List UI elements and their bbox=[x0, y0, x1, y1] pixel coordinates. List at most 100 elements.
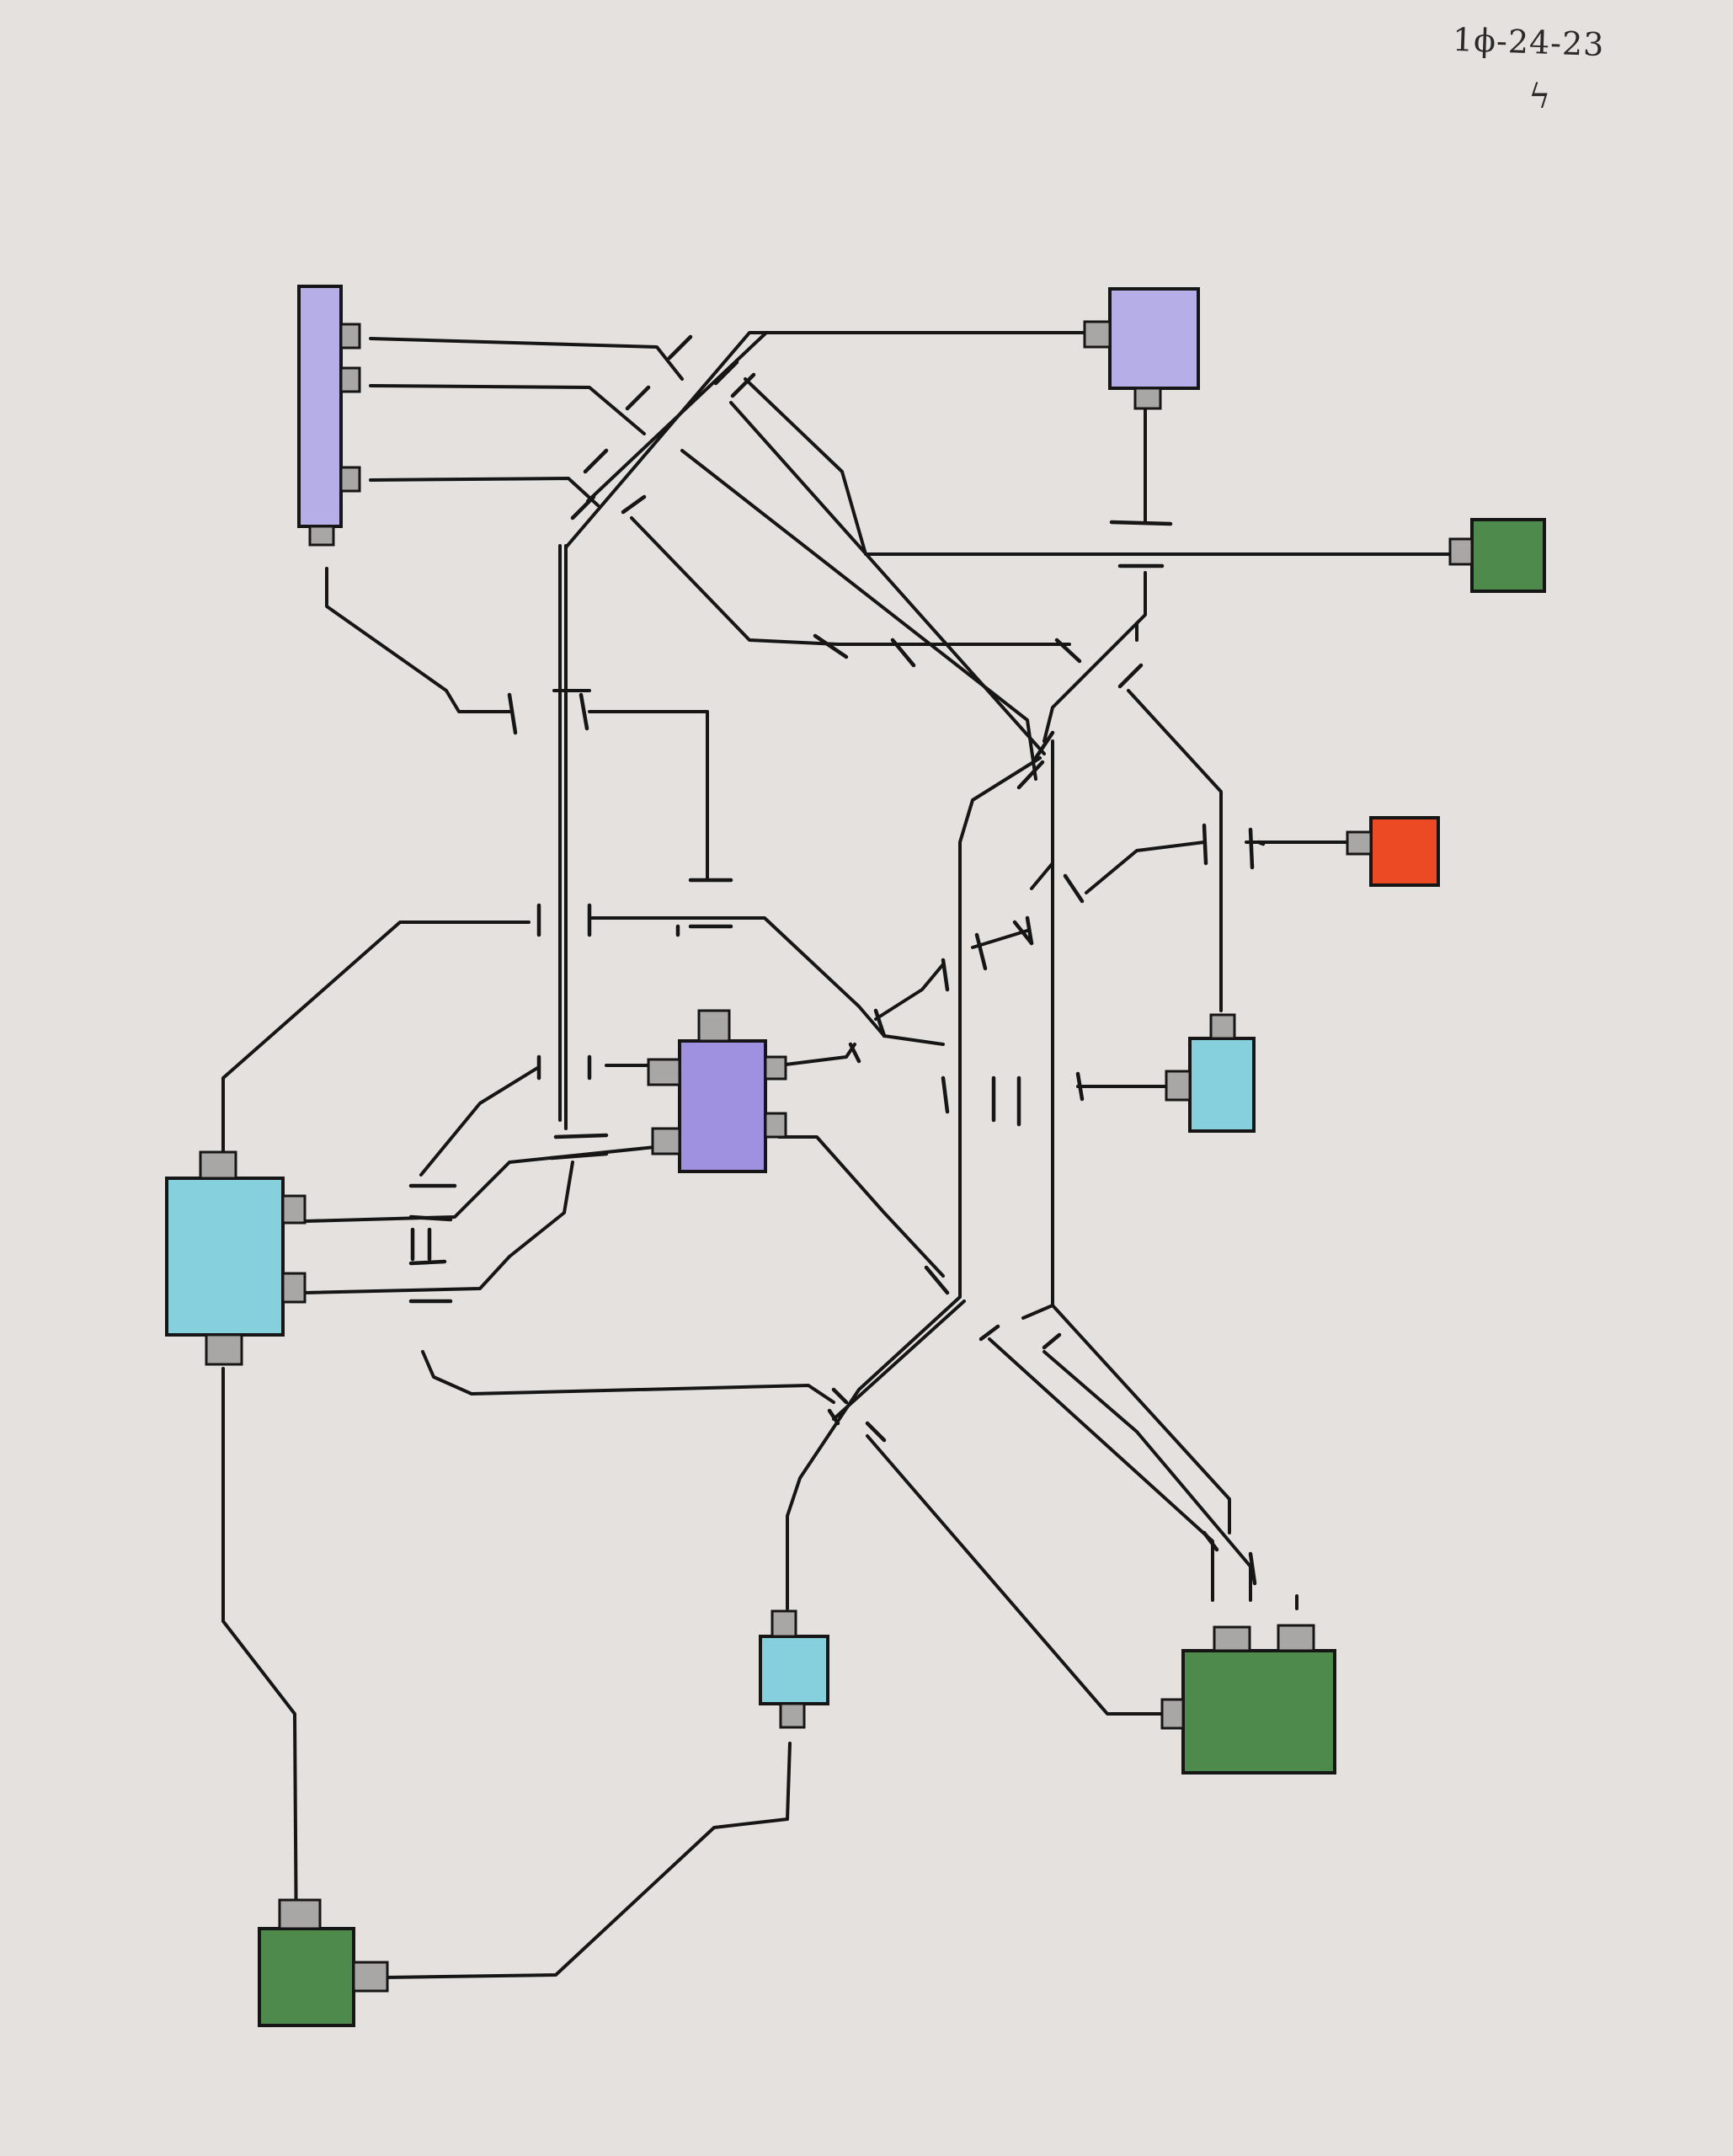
terminal-bar bbox=[408, 1259, 447, 1266]
wire bbox=[1030, 862, 1054, 890]
wire bbox=[384, 1742, 792, 1979]
port-icon bbox=[339, 466, 361, 493]
port-icon bbox=[281, 1194, 307, 1225]
wire bbox=[419, 1065, 541, 1177]
port-icon bbox=[647, 1058, 681, 1086]
wire bbox=[325, 567, 511, 713]
initials-signature: ϟ bbox=[1528, 77, 1551, 116]
terminal-bar bbox=[865, 1421, 887, 1443]
terminal-bar bbox=[1025, 915, 1034, 946]
wire bbox=[303, 1145, 657, 1223]
wire bbox=[221, 1367, 298, 1960]
port-icon bbox=[697, 1009, 731, 1043]
terminal-bar bbox=[570, 494, 596, 520]
wire bbox=[744, 377, 1467, 556]
port-icon bbox=[199, 1150, 237, 1180]
port-icon bbox=[281, 1272, 307, 1304]
port-icon bbox=[1165, 1070, 1192, 1102]
terminal-bar bbox=[890, 638, 916, 668]
terminal-bar bbox=[873, 1008, 887, 1038]
port-icon bbox=[1277, 1624, 1315, 1652]
port-icon bbox=[205, 1333, 243, 1366]
wire bbox=[1085, 841, 1206, 894]
port-icon bbox=[1160, 1698, 1185, 1730]
wire bbox=[586, 331, 768, 503]
wire bbox=[564, 331, 1096, 549]
terminal-bar bbox=[621, 494, 647, 515]
wire bbox=[866, 1434, 1181, 1716]
wire bbox=[630, 516, 1071, 646]
terminal-bar bbox=[713, 360, 739, 386]
port-icon bbox=[779, 1702, 806, 1729]
port-icon bbox=[1133, 387, 1162, 410]
wire bbox=[369, 337, 684, 381]
lavender-box-node bbox=[1108, 287, 1200, 390]
terminal-bar bbox=[831, 1387, 849, 1405]
cyan-large-node bbox=[165, 1177, 285, 1337]
terminal-bar bbox=[667, 334, 693, 360]
wire bbox=[680, 449, 1037, 781]
purple-box-node bbox=[678, 1039, 767, 1173]
wire bbox=[777, 1135, 945, 1278]
date-annotation: 1ϕ-24-23 bbox=[1452, 20, 1606, 64]
wire bbox=[303, 1161, 574, 1294]
port-icon bbox=[352, 1961, 389, 1993]
terminal-bar bbox=[924, 1265, 950, 1295]
port-icon bbox=[1213, 1625, 1251, 1652]
terminal-bar bbox=[974, 932, 988, 971]
node-layer bbox=[165, 285, 1546, 2027]
port-icon bbox=[764, 1055, 787, 1081]
terminal-bar bbox=[1075, 1071, 1085, 1102]
terminal-bar bbox=[553, 1133, 609, 1139]
terminal-bar bbox=[1202, 1530, 1219, 1552]
terminal-bar bbox=[507, 692, 518, 735]
terminal-bar bbox=[1012, 920, 1034, 946]
terminal-bar bbox=[848, 1042, 861, 1064]
terminal-bar bbox=[625, 385, 651, 411]
terminal-bar bbox=[1063, 873, 1085, 904]
terminal-layer bbox=[408, 334, 1266, 1586]
terminal-bar bbox=[1033, 730, 1055, 760]
wire bbox=[221, 921, 531, 1157]
terminal-bar bbox=[1042, 1332, 1062, 1350]
green-bottom-node bbox=[258, 1927, 355, 2027]
port-icon bbox=[339, 366, 361, 393]
wire bbox=[421, 1350, 835, 1404]
wire bbox=[729, 401, 1046, 755]
port-icon bbox=[1209, 1013, 1236, 1040]
terminal-bar bbox=[1256, 840, 1266, 846]
wire bbox=[369, 477, 600, 507]
cyan-box-node bbox=[1188, 1037, 1256, 1133]
green-large-node bbox=[1181, 1649, 1336, 1774]
wire bbox=[1127, 689, 1223, 1012]
terminal-bar bbox=[583, 448, 609, 474]
terminal-bar bbox=[730, 372, 756, 398]
wire bbox=[369, 384, 646, 435]
wire bbox=[971, 929, 1029, 949]
wire bbox=[786, 756, 1042, 1610]
terminal-bar bbox=[813, 633, 849, 659]
terminal-bar bbox=[941, 1075, 950, 1114]
wire bbox=[588, 710, 709, 882]
terminal-bar bbox=[1109, 520, 1173, 526]
terminal-bar bbox=[1248, 1551, 1257, 1586]
wire bbox=[874, 963, 945, 1021]
port-icon bbox=[1083, 320, 1112, 349]
port-icon bbox=[1346, 830, 1373, 856]
port-icon bbox=[308, 525, 335, 547]
lavender-bar-node bbox=[297, 285, 343, 528]
wire bbox=[777, 1043, 856, 1067]
port-icon bbox=[771, 1609, 797, 1638]
wire bbox=[1051, 739, 1231, 1534]
wire bbox=[588, 916, 945, 1046]
terminal-bar bbox=[579, 692, 589, 731]
wire bbox=[832, 1299, 966, 1421]
terminal-bar bbox=[1117, 663, 1144, 689]
terminal-bar bbox=[978, 1324, 1000, 1342]
terminal-bar bbox=[408, 1214, 453, 1222]
port-icon bbox=[339, 323, 361, 350]
port-icon bbox=[651, 1127, 681, 1155]
terminal-bar bbox=[827, 1408, 840, 1426]
